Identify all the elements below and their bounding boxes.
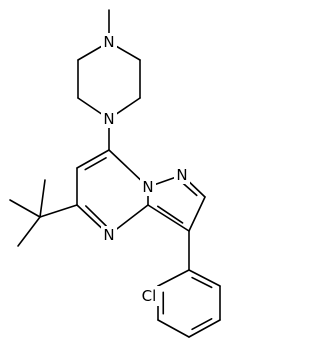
bond-21 xyxy=(39,179,46,218)
bond-8 xyxy=(76,149,110,169)
double-bond-inner-32 xyxy=(181,181,198,197)
atom-label-n-methyl: N xyxy=(103,33,114,51)
bond-18 xyxy=(39,204,78,218)
double-bond-inner-33 xyxy=(156,205,184,224)
atom-label-n-pyrazole: N xyxy=(176,166,187,184)
bond-23 xyxy=(157,269,190,287)
double-bond-inner-30 xyxy=(84,157,107,171)
bond-25 xyxy=(157,319,190,338)
double-bond-inner-31 xyxy=(85,205,107,227)
bond-19 xyxy=(9,199,41,218)
atom-label-chlorine: Cl xyxy=(142,287,157,305)
double-bond-inner-36 xyxy=(191,318,213,331)
atom-chlorine: Cl xyxy=(135,286,161,306)
atom-n-aryl: N xyxy=(101,110,117,128)
atom-label-n-aryl: N xyxy=(103,110,114,128)
bond-28 xyxy=(188,269,221,287)
bond-26 xyxy=(188,319,221,338)
atom-n-methyl: N xyxy=(101,33,117,51)
double-bond-inner-34 xyxy=(191,276,213,289)
atom-n-pyrimidine: N xyxy=(101,226,117,244)
bond-17 xyxy=(147,204,190,232)
bond-16 xyxy=(188,196,206,232)
atom-label-n-bridge: N xyxy=(142,178,153,196)
bond-20 xyxy=(17,216,41,247)
atom-label-n-pyrimidine: N xyxy=(103,226,114,244)
chemical-structure: N N N N N Cl xyxy=(9,9,221,338)
atom-n-bridge: N xyxy=(140,178,156,196)
atom-n-pyrazole: N xyxy=(174,166,190,184)
